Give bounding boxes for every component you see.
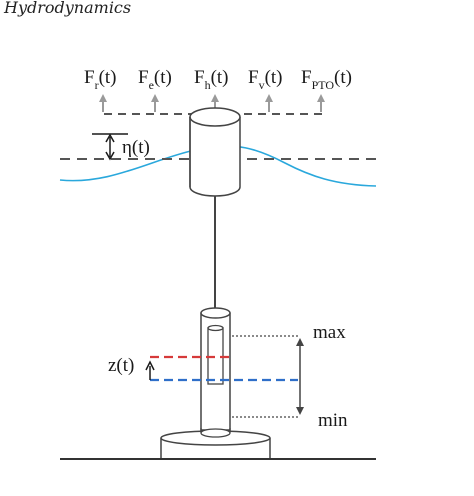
pto-piston bbox=[207, 324, 224, 385]
force-label-excitation: Fe(t) bbox=[138, 67, 172, 92]
displacement-arrow-head bbox=[145, 360, 155, 371]
diagram-caption: Hydrodynamics bbox=[4, 0, 132, 17]
eta-arrow-head-down bbox=[105, 151, 115, 161]
displacement-label: z(t) bbox=[108, 355, 134, 376]
seabed-base bbox=[160, 428, 271, 460]
force-arrow-pto-head bbox=[317, 94, 325, 102]
force-arrow-radiation-head bbox=[99, 94, 107, 102]
force-label-hydrostatic: Fh(t) bbox=[194, 67, 229, 92]
stroke-range-arrow-head-down bbox=[296, 407, 304, 415]
force-arrow-hydrostatic-head bbox=[211, 94, 219, 102]
eta-arrow-head-up bbox=[105, 133, 115, 143]
force-label-radiation: Fr(t) bbox=[84, 67, 117, 92]
wave-elevation-label: η(t) bbox=[122, 137, 150, 158]
stroke-range-arrow-head-up bbox=[296, 338, 304, 346]
stroke-max-label: max bbox=[313, 322, 346, 343]
stroke-min-label: min bbox=[318, 410, 348, 431]
force-label-viscous: Fv(t) bbox=[248, 67, 283, 92]
force-arrow-viscous-head bbox=[265, 94, 273, 102]
force-arrow-excitation-head bbox=[151, 94, 159, 102]
buoy-float bbox=[189, 107, 241, 197]
force-label-pto: FPTO(t) bbox=[301, 67, 352, 92]
